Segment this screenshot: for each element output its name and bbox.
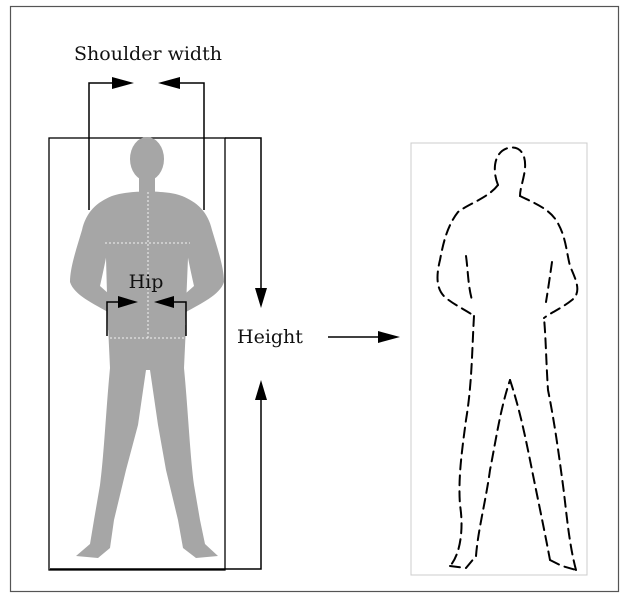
shoulder-width-label: Shoulder width: [74, 43, 222, 65]
transform-arrow-head: [378, 331, 400, 343]
body-silhouette: [70, 137, 224, 558]
height-arrow-down: [255, 288, 267, 308]
shoulder-arrow-left: [158, 77, 180, 89]
height-label: Height: [237, 326, 303, 348]
height-arrow-up: [255, 380, 267, 400]
hip-label: Hip: [129, 271, 164, 293]
shoulder-arrow-right: [112, 77, 134, 89]
dashed-body-outline: [438, 148, 578, 570]
outline-bounding-box: [411, 143, 587, 575]
